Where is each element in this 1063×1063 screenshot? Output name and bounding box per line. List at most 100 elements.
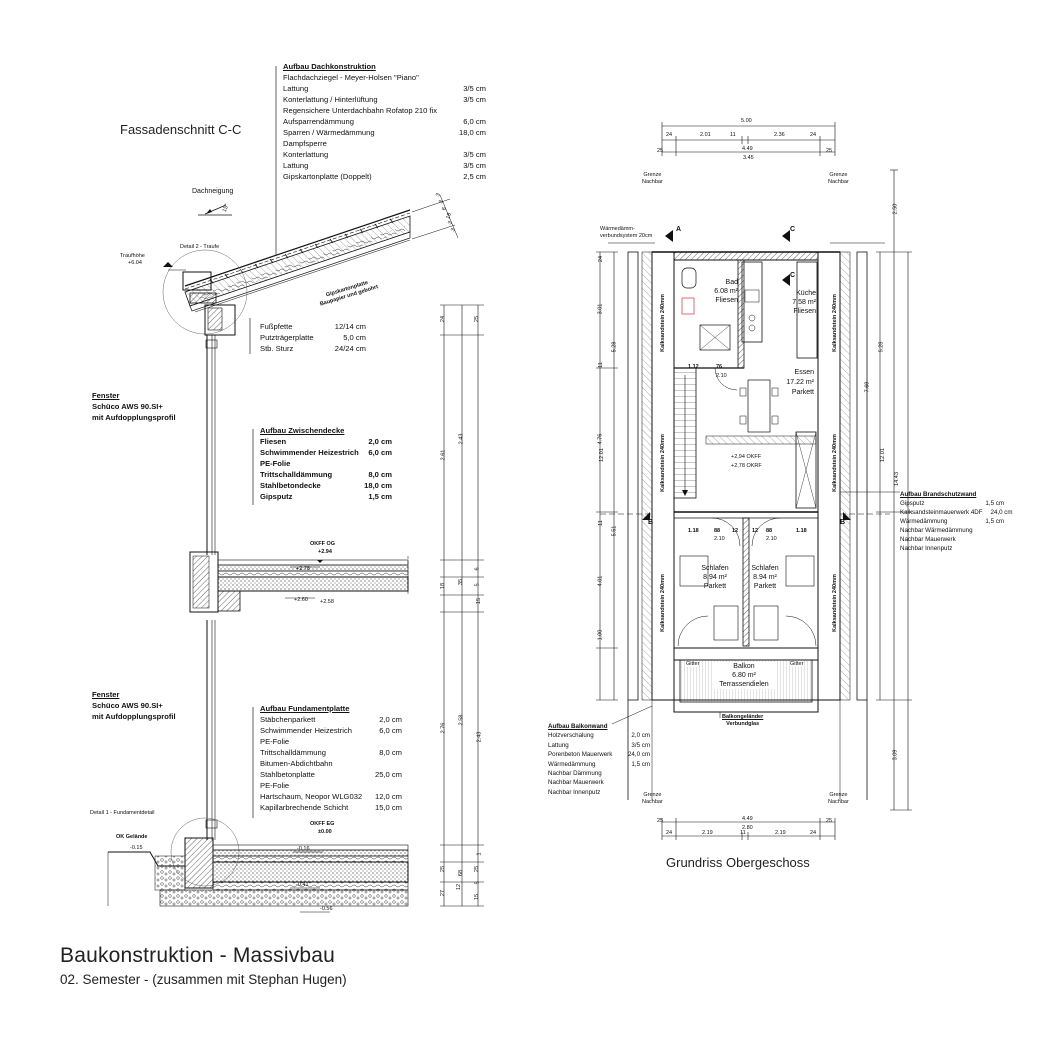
window-lower-line: Schüco AWS 90.SI+ <box>92 701 163 710</box>
dim-label: 24 <box>440 315 447 323</box>
intermediate-slab <box>189 551 409 613</box>
section-mark-b: B <box>840 519 846 526</box>
dim-label: 68 <box>458 869 465 877</box>
plan-dim: 11 <box>597 520 604 526</box>
section-mark-c: C <box>790 226 796 233</box>
spec-row-label: Wärmedämmung <box>548 760 596 768</box>
window-upper-line: Schüco AWS 90.SI+ <box>92 402 163 411</box>
plan-dim: 2.80 <box>742 825 753 831</box>
spec-row-value: 3/5 cm <box>463 84 486 93</box>
dim-label: 25 <box>474 315 481 323</box>
plan-dim: 5.28 <box>878 341 885 353</box>
plan-dim: 24 <box>666 132 673 138</box>
spec-row: Nachbar Innenputz <box>548 788 650 797</box>
spec-row: Nachbar Wärmedämmung <box>900 526 1004 535</box>
spec-row-value: 8,0 cm <box>368 470 392 479</box>
spec-row-value: 6,0 cm <box>368 448 392 457</box>
spec-row-value: 1,5 cm <box>985 518 1004 525</box>
door-dim: 88 <box>714 528 721 534</box>
spec-row-value: 5,0 cm <box>343 333 366 342</box>
spec-row-label: Aufsparrendämmung <box>283 117 354 126</box>
window-lower-line: mit Aufdopplungsprofil <box>92 712 176 721</box>
spec-row-value: 24,0 cm <box>990 509 1013 516</box>
level-label: -0.41 <box>296 882 309 888</box>
spec-row-label: Stb. Sturz <box>260 344 294 353</box>
spec-row-label: Putzträgerplatte <box>260 333 314 342</box>
plan-dim: 1.00 <box>597 629 604 641</box>
dim-label: 15 <box>474 893 481 901</box>
door-dim: 1.18 <box>688 528 699 534</box>
spec-row-label: Holzverschalung <box>548 732 594 740</box>
gitter-label: Gitter <box>686 661 700 667</box>
plan-dim: 4.49 <box>742 816 753 822</box>
plan-dim: 2.19 <box>775 830 786 836</box>
spec-row-label: Wärmedämmung <box>900 518 948 525</box>
ok-gelaende-label: OK Gelände <box>116 834 148 840</box>
eaves-value: +6.04 <box>128 260 142 266</box>
spec-row-value: 18,0 cm <box>458 128 486 137</box>
spec-row-label: Stäbchenparkett <box>260 715 316 724</box>
floor-spec-title: Aufbau Zwischendecke <box>260 426 345 435</box>
dim-label: 25 <box>440 865 447 873</box>
spec-row-label: Gipsputz <box>900 500 925 507</box>
spec-row-label: Fußpfette <box>260 322 293 331</box>
plan-dim: 14.43 <box>893 472 900 486</box>
wall-label: Kalksandstein 240mm <box>831 574 838 632</box>
foundation-spec-title: Aufbau Fundamentplatte <box>260 704 350 713</box>
spec-row-value: 1,5 cm <box>368 492 392 501</box>
slope-symbol <box>198 204 232 216</box>
dim-label: 6 <box>474 567 481 571</box>
plan-dim: 12.01 <box>598 448 605 462</box>
spec-row: PE-Folie <box>260 780 402 791</box>
detail1-label: Detail 1 - Fundamentdetail <box>90 810 155 816</box>
balcony-wall-spec-title: Aufbau Balkonwand <box>548 723 608 730</box>
ok-gelaende-value: -0.15 <box>130 845 143 851</box>
spec-row-label: PE-Folie <box>260 459 291 468</box>
roof-construction <box>184 194 459 313</box>
spec-row: PE-Folie <box>260 736 402 747</box>
spec-row: PE-Folie <box>260 458 392 469</box>
spec-row-label: Nachbar Mauerwerk <box>900 536 956 543</box>
plan-dim-overall: 5.00 <box>741 118 752 124</box>
dim-label: 2.43 <box>458 433 465 445</box>
plan-dim: 25 <box>826 818 833 824</box>
spec-row-label: Konterlattung <box>283 150 329 159</box>
spec-row-label: Kalksandsteinmauerwerk 4DF <box>900 509 983 516</box>
plan-dim: 2.36 <box>774 132 785 138</box>
dim-label: 12 <box>456 883 463 891</box>
spec-row-value: 15,0 cm <box>374 803 402 812</box>
spec-row-value: 3/5 cm <box>463 161 486 170</box>
plan-dim: 3.45 <box>743 155 754 161</box>
spec-row: Flachdachziegel - Meyer-Holsen "Piano" <box>283 72 486 83</box>
spec-row-value: 2,0 cm <box>631 732 650 740</box>
spec-row-label: Nachbar Innenputz <box>900 545 953 552</box>
spec-row-value: 3/5 cm <box>631 741 650 749</box>
level-okrf: +2,78 OKRF <box>731 463 762 469</box>
section-mark-c: C <box>790 272 796 279</box>
plan-dim: 4.49 <box>742 146 753 152</box>
spec-row-label: Trittschalldämmung <box>260 748 326 757</box>
spec-row-label: Stahlbetonplatte <box>260 770 315 779</box>
window-upper-line: mit Aufdopplungsprofil <box>92 413 176 422</box>
